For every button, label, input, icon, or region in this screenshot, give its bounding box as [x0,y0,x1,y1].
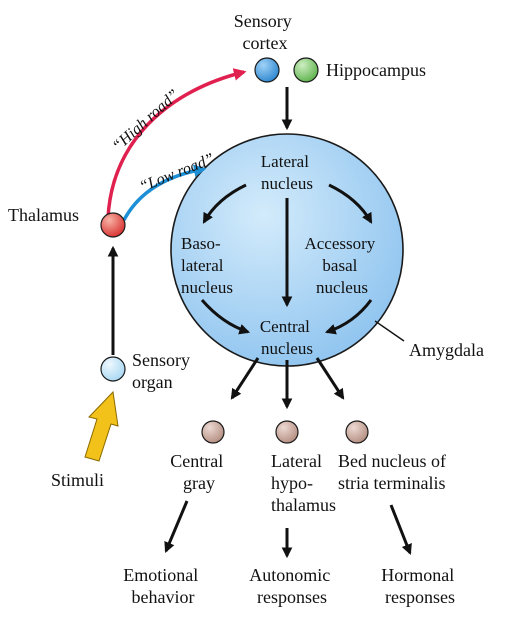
emotional-behavior-label: Emotional behavior [123,565,203,607]
lateral-to-accessory-arrow [328,183,373,224]
lateral-nucleus-label: Lateral nucleus [261,152,313,193]
high-road-label: “High road” [109,86,182,155]
central-to-bed-nucleus-arrow [315,357,345,400]
thalamus-label: Thalamus [8,205,79,225]
central-to-gray-arrow [230,357,260,400]
sensory-cortex-node [254,57,280,83]
central-gray-label: Central gray [170,451,227,493]
amygdala-label: Amygdala [409,340,484,360]
sensory-organ-label: Sensory organ [132,350,195,392]
accessory-basal-nucleus-label: Accessory basal nucleus [304,234,379,297]
low-road-arrow [122,164,207,221]
bed-nucleus-node [345,420,369,444]
sensory-organ-node [100,356,126,382]
hippocampus-node [293,57,319,83]
lateral-hypothalamus-label: Lateral hypo- thalamus [271,451,336,515]
accessory-to-central-arrow [324,299,373,335]
basolateral-to-central-arrow [200,299,251,335]
lateral-hypothalamus-node [275,420,299,444]
thalamus-node [100,212,126,238]
central-gray-node [201,420,225,444]
gray-to-behavior-arrow [164,500,189,553]
sensory-cortex-label: Sensory cortex [234,11,297,53]
high-road-arrow [106,68,247,219]
stimuli-arrow [84,390,119,462]
lateral-to-basolateral-arrow [202,183,247,224]
bed-nucleus-to-hormonal-arrow [389,504,412,556]
hippocampus-label: Hippocampus [326,60,426,80]
hormonal-responses-label: Hormonal responses [381,565,458,607]
autonomic-responses-label: Autonomic responses [249,565,335,607]
amygdala-leader-line [374,320,405,342]
stimuli-label: Stimuli [51,470,104,490]
central-nucleus-label: Central nucleus [260,317,314,358]
basolateral-nucleus-label: Baso- lateral nucleus [181,234,233,297]
bed-nucleus-label: Bed nucleus of stria terminalis [338,451,450,493]
